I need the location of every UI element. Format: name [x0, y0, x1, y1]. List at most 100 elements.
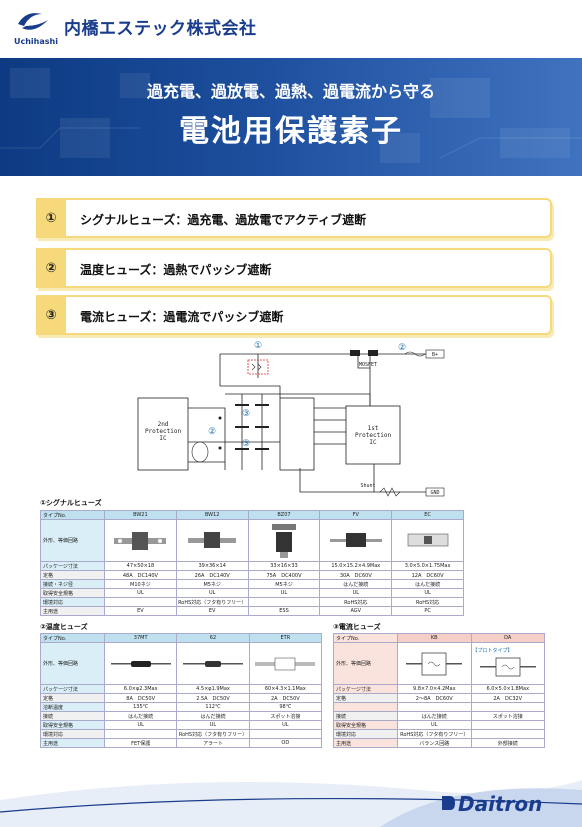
bplus-label: B+ — [432, 352, 438, 358]
ic1-label: 1st — [368, 425, 379, 432]
table-cell — [247, 519, 321, 562]
feature-number: ② — [36, 248, 66, 288]
table-header: タイプNo. — [40, 510, 105, 520]
uchihashi-logo-icon — [18, 13, 48, 30]
marker-2: ② — [398, 343, 406, 353]
row-label: パッケージ寸法 — [333, 684, 398, 694]
bz07-part-icon — [271, 523, 296, 558]
row-label: 外形、等価回路 — [40, 519, 105, 562]
ic2-label: Protection — [145, 428, 182, 435]
row-label: 接続 — [40, 711, 105, 721]
table-cell: OD — [248, 738, 323, 748]
table-cell: はんだ接続 — [391, 579, 464, 589]
table-cell: アラート — [176, 738, 250, 748]
row-label: 主用途 — [40, 606, 105, 616]
table-cell: 48A DC140V — [104, 570, 177, 580]
ic1-label: IC — [369, 439, 377, 446]
table-cell — [470, 720, 545, 730]
table-cell: 15.0×15.2×4.9Max — [319, 561, 393, 571]
table-cell: UL — [104, 588, 177, 598]
table-cell: バランス回路 — [397, 738, 472, 748]
gnd-label: GND — [430, 490, 439, 496]
marker-3-lower: ③ — [242, 439, 250, 449]
table-cell: EV — [104, 606, 177, 616]
table-header: タイプNo. — [333, 633, 398, 643]
ic1-box — [345, 405, 401, 465]
row-label: 主用途 — [333, 738, 398, 748]
table-cell — [397, 642, 472, 685]
banner-subtitle: 過充電、過放電、過熱、過電流から守る — [146, 82, 435, 101]
table-cell: 4.5×φ1.9Max — [176, 684, 250, 694]
feature-number: ① — [36, 198, 66, 238]
feature-text: 温度ヒューズ：過熱でパッシブ遮断 — [80, 263, 272, 277]
ec-part-icon — [407, 533, 448, 546]
table-cell — [104, 597, 177, 607]
row-label: 溶断温度 — [40, 702, 105, 712]
circuit-diagram: 2nd Protection IC 1st Protection IC MOSF… — [137, 341, 445, 497]
bw21-part-icon — [114, 531, 167, 550]
row-label: 環境対応 — [333, 729, 398, 739]
daitron-brand: Daitron — [458, 792, 543, 816]
table-cell: はんだ接続 — [176, 711, 250, 721]
type-37mt: 37MT — [103, 633, 178, 643]
table-cell: 75A DC400V — [247, 570, 321, 580]
table-cell — [248, 729, 323, 739]
table-cell: 外部接続 — [470, 738, 545, 748]
table-header: タイプNo. — [40, 633, 105, 643]
feature-text: シグナルヒューズ：過充電、過放電でアクティブ遮断 — [80, 213, 367, 227]
62-part-icon — [182, 660, 243, 667]
table-cell — [319, 519, 393, 562]
ic2-box — [137, 397, 189, 471]
table-cell — [103, 642, 178, 685]
row-label: パッケージ寸法 — [40, 684, 105, 694]
table-cell: 2A DC50V — [248, 693, 323, 703]
table-cell: UL — [319, 588, 393, 598]
table-cell: スポット溶接 — [470, 711, 545, 721]
footer-wave — [0, 780, 582, 827]
table-cell: RoHS対応（フタ有りフリー） — [397, 729, 472, 739]
table-cell: M10ネジ — [104, 579, 177, 589]
prototype-label: 【プロトタイプ】 — [472, 648, 513, 654]
ic2-label: IC — [159, 435, 167, 442]
type-bz07: BZ07 — [247, 510, 321, 520]
table-cell: UL — [397, 720, 472, 730]
table-cell: 47×50×18 — [104, 561, 177, 571]
table-cell — [397, 702, 472, 712]
37mt-part-icon — [110, 660, 171, 667]
table-cell — [470, 729, 545, 739]
row-label: 定格 — [40, 570, 105, 580]
feature-text: 電流ヒューズ：過電流でパッシブ遮断 — [80, 310, 284, 324]
kb-part-icon — [406, 652, 463, 675]
page-header: Uchihashi 内橋エステック株式会社 — [0, 0, 582, 58]
company-name: 内橋エステック株式会社 — [64, 19, 257, 39]
table-cell: 2～8A DC60V — [397, 693, 472, 703]
feature-3: ③ 電流ヒューズ：過電流でパッシブ遮断 — [36, 295, 552, 335]
row-label — [333, 702, 398, 712]
type-ec: EC — [391, 510, 464, 520]
table-cell — [103, 729, 178, 739]
ic2-label: 2nd — [158, 421, 169, 428]
feature-1: ① シグナルヒューズ：過充電、過放電でアクティブ遮断 — [36, 198, 552, 238]
table-cell: 9.8×7.0×4.2Max — [397, 684, 472, 694]
table-cell: RoHS対応（フタ有りフリー） — [176, 729, 250, 739]
feature-number: ③ — [36, 295, 66, 335]
table-cell: UL — [248, 720, 323, 730]
da-part-icon — [479, 657, 536, 677]
table-cell — [391, 519, 464, 562]
table-cell: ESS — [247, 606, 321, 616]
signal-fuse-highlight — [247, 359, 269, 375]
bw12-part-icon — [188, 531, 237, 548]
table-cell — [176, 642, 250, 685]
ic1-label: Protection — [355, 432, 392, 439]
table-cell: 2.5A DC50V — [176, 693, 250, 703]
table-cell: 【プロトタイプ】 — [470, 642, 545, 685]
signal-fuse-table: タイプNo. BW21 BW12 BZ07 FV EC 外形、等価回路 パッケー… — [40, 510, 464, 616]
table-cell — [247, 597, 321, 607]
table-cell: RoHS対応（フタ有りフリー） — [175, 597, 249, 607]
table-cell: RoHS対応 — [391, 597, 464, 607]
table-cell: 98℃ — [248, 702, 323, 712]
row-label: 定格 — [333, 693, 398, 703]
table-cell: スポット溶接 — [248, 711, 323, 721]
table-cell: EV — [175, 606, 249, 616]
thermal-fuse-title: ②温度ヒューズ — [40, 623, 88, 631]
